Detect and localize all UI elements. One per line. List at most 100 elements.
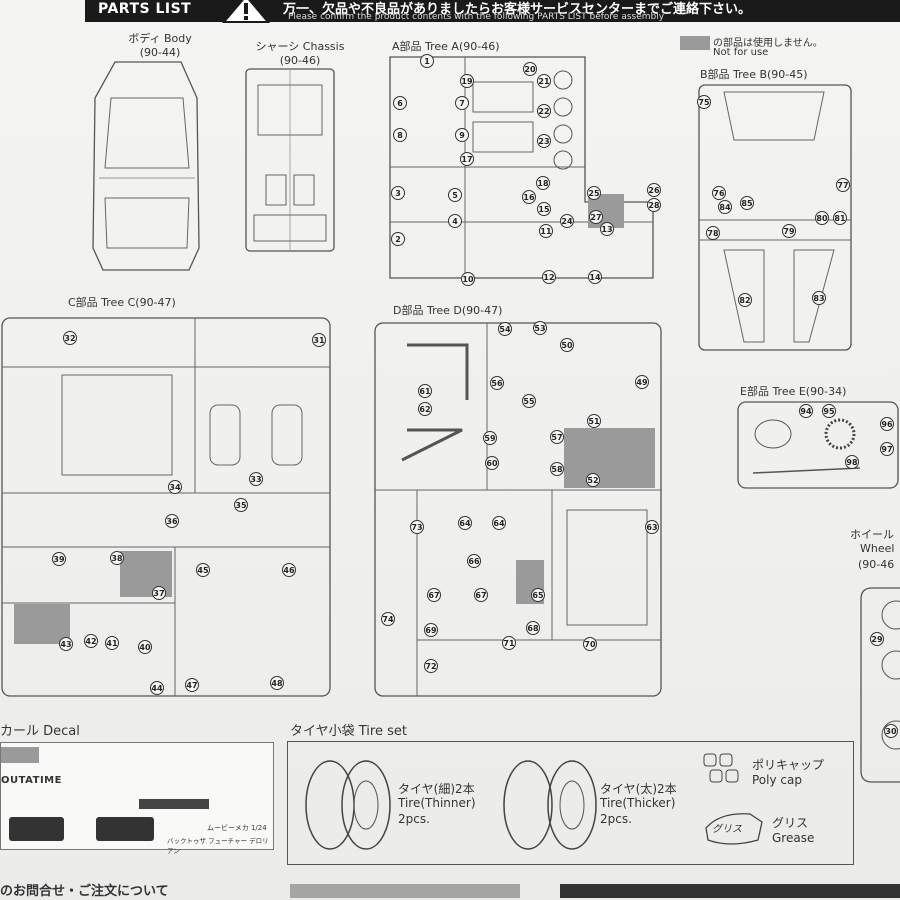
tree-b-num-83: 83 (812, 291, 826, 305)
tire-thick-jp: タイヤ(太)2本 (600, 782, 677, 796)
tree-d-num-68: 68 (526, 621, 540, 635)
tree-d-num-66: 66 (467, 554, 481, 568)
tire-thin-icon (305, 760, 391, 850)
tree-a-num-1: 1 (420, 54, 434, 68)
tree-d-num-56: 56 (490, 376, 504, 390)
tree-c-num-40: 40 (138, 640, 152, 654)
tree-c-num-37: 37 (152, 586, 166, 600)
decal-plate: OUTATIME (1, 775, 62, 786)
tree-a-num-2: 2 (391, 232, 405, 246)
tree-c-num-32: 32 (63, 331, 77, 345)
tree-e-num-95: 95 (822, 404, 836, 418)
header-bar (85, 0, 900, 22)
not-for-use-swatch (680, 36, 710, 50)
tree-a-frame (389, 56, 654, 279)
tree-c-num-41: 41 (105, 636, 119, 650)
tree-a-num-3: 3 (391, 186, 405, 200)
tree-d-num-63: 63 (645, 520, 659, 534)
tree-d-num-64b: 64 (492, 516, 506, 530)
wheel-label-en: Wheel (860, 542, 895, 555)
tree-c-num-36: 36 (165, 514, 179, 528)
tree-b-num-75: 75 (697, 95, 711, 109)
tree-a-num-20: 20 (523, 62, 537, 76)
wheel-code: (90-46 (858, 558, 895, 571)
tree-e-frame (737, 401, 899, 489)
tree-a-num-6: 6 (393, 96, 407, 110)
tree-c-num-44: 44 (150, 681, 164, 695)
tree-d-num-67b: 67 (474, 588, 488, 602)
tree-a-num-24: 24 (560, 214, 574, 228)
poly-cap-icon (703, 753, 739, 783)
wheel-num-29: 29 (870, 632, 884, 646)
tree-a-num-13: 13 (600, 222, 614, 236)
tire-set-box (287, 741, 854, 865)
tree-b-num-81: 81 (833, 211, 847, 225)
tire-thin-en: Tire(Thinner) (398, 796, 476, 810)
tree-a-num-16: 16 (522, 190, 536, 204)
warning-text-jp: 万一、欠品や不良品がありましたらお客様サービスセンターまでご連絡下さい。 (283, 2, 752, 17)
decal-caption: ムービーメカ 1/24 (207, 824, 267, 832)
tree-c-num-34: 34 (168, 480, 182, 494)
tree-b-num-78: 78 (706, 226, 720, 240)
body-label: ボディ Body (90-44) (128, 32, 192, 59)
decal-block-1 (9, 817, 64, 841)
tree-a-num-23: 23 (537, 134, 551, 148)
wheel-frame (860, 587, 900, 783)
tree-b-frame (698, 84, 852, 351)
tree-a-num-21: 21 (537, 74, 551, 88)
tree-a-num-5: 5 (448, 188, 462, 202)
tree-e-num-97: 97 (880, 442, 894, 456)
tree-a-num-28: 28 (647, 198, 661, 212)
tree-d-num-70: 70 (583, 637, 597, 651)
tree-a-num-4: 4 (448, 214, 462, 228)
warning-text-en: Please confirm the product contents with… (288, 12, 665, 22)
tree-d-num-67a: 67 (427, 588, 441, 602)
tree-d-num-53: 53 (533, 321, 547, 335)
tree-c-num-39: 39 (52, 552, 66, 566)
tree-b-label: B部品 Tree B(90-45) (700, 68, 808, 81)
tire-thin-qty: 2pcs. (398, 812, 430, 826)
tree-a-label: A部品 Tree A(90-46) (392, 40, 500, 53)
tree-d-num-58: 58 (550, 462, 564, 476)
tree-a-num-15: 15 (537, 202, 551, 216)
tree-a-num-8: 8 (393, 128, 407, 142)
footer-bar-right (560, 884, 900, 898)
tree-a-num-22: 22 (537, 104, 551, 118)
tree-c-frame (1, 317, 331, 697)
tree-e-num-94: 94 (799, 404, 813, 418)
not-for-use-en: Not for use (713, 47, 769, 58)
tire-thick-icon (503, 760, 597, 850)
tree-b-num-79: 79 (782, 224, 796, 238)
body-part-drawing (92, 61, 200, 271)
tire-thin-jp: タイヤ(細)2本 (398, 782, 475, 796)
tree-d-label: D部品 Tree D(90-47) (393, 304, 503, 317)
tree-c-num-43: 43 (59, 637, 73, 651)
tree-a-num-9: 9 (455, 128, 469, 142)
wheel-label-jp: ホイール (850, 528, 894, 541)
tree-d-num-74: 74 (381, 612, 395, 626)
tree-b-num-76: 76 (712, 186, 726, 200)
tree-c-num-48: 48 (270, 676, 284, 690)
tree-c-num-47: 47 (185, 678, 199, 692)
tree-d-num-62: 62 (418, 402, 432, 416)
tree-d-num-55: 55 (522, 394, 536, 408)
tree-c-num-35: 35 (234, 498, 248, 512)
tree-d-num-51: 51 (587, 414, 601, 428)
tree-d-num-49: 49 (635, 375, 649, 389)
decal-label: カール Decal (0, 724, 80, 739)
tree-b-num-85: 85 (740, 196, 754, 210)
decal-gray-block (1, 747, 39, 763)
tree-b-num-84: 84 (718, 200, 732, 214)
decal-block-2 (96, 817, 154, 841)
poly-cap-en: Poly cap (752, 773, 802, 787)
tree-a-num-11: 11 (539, 224, 553, 238)
tree-d-not-for-use-1 (564, 428, 655, 488)
wheel-num-30: 30 (884, 724, 898, 738)
tree-c-num-38: 38 (110, 551, 124, 565)
tree-b-num-82: 82 (738, 293, 752, 307)
tree-d-num-64a: 64 (458, 516, 472, 530)
tree-a-num-18: 18 (536, 176, 550, 190)
grease-jp: グリス (772, 816, 809, 830)
tree-d-num-73: 73 (410, 520, 424, 534)
tree-a-num-14: 14 (588, 270, 602, 284)
